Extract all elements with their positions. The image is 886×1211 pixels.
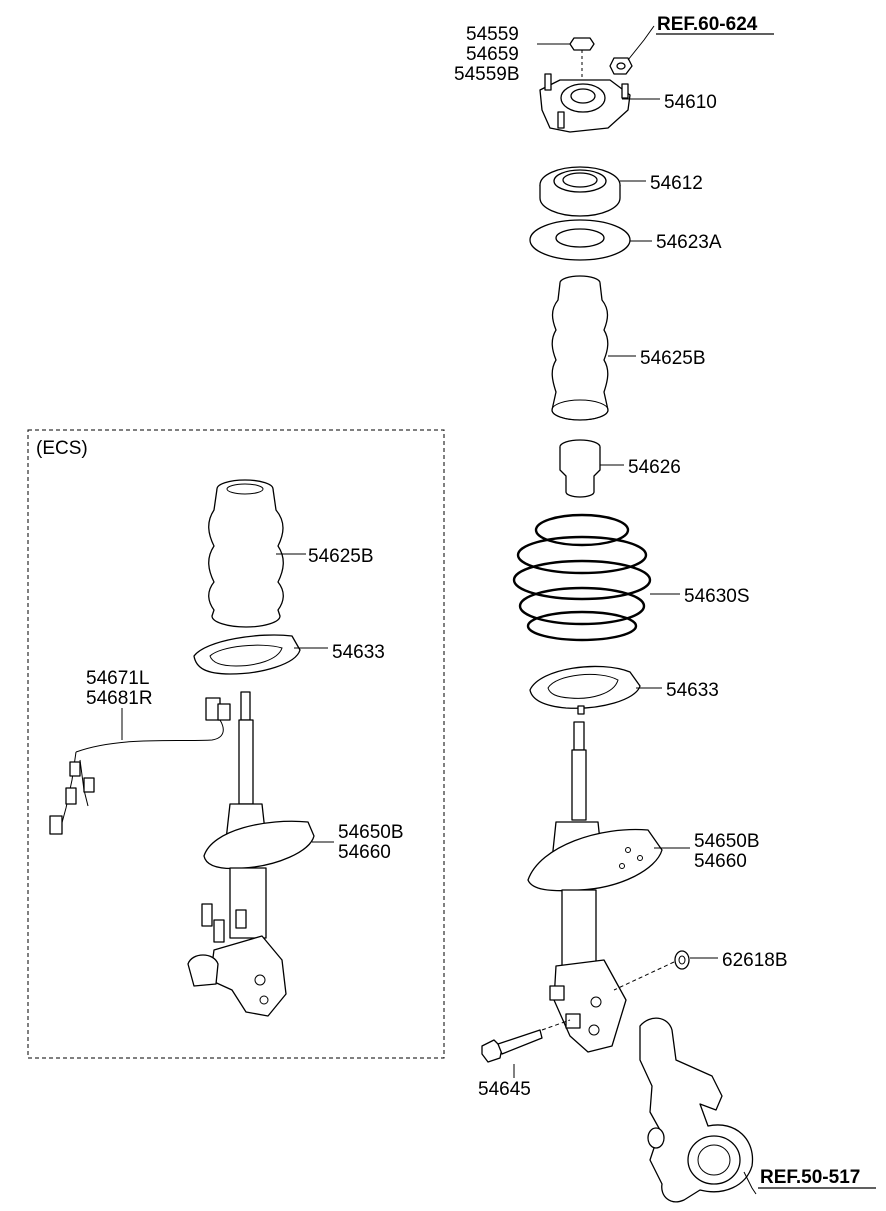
strut-part — [527, 721, 663, 1053]
label-nut-top-2: 54659 — [466, 44, 519, 65]
label-bumper: 54626 — [628, 457, 681, 478]
lower-nut-part — [613, 950, 690, 991]
label-coil-spring: 54630S — [684, 586, 750, 607]
label-dust-cover: 54625B — [640, 348, 706, 369]
label-mount: 54610 — [664, 92, 717, 113]
ref-top-label: REF.60-624 — [657, 14, 758, 35]
label-nut-top-1: 54559 — [466, 24, 519, 45]
label-ecs-harness-1: 54671L — [86, 668, 149, 689]
upper-spring-seat-part — [529, 219, 631, 261]
ref-bottom-label: REF.50-517 — [760, 1167, 860, 1188]
label-ecs-spring-seat: 54633 — [332, 642, 385, 663]
ecs-spring-seat-part — [193, 634, 301, 675]
dust-cover-part — [551, 275, 609, 421]
leader-lines — [121, 25, 757, 1195]
strut-mount-part — [539, 73, 631, 133]
label-lower-nut: 62618B — [722, 950, 788, 971]
top-nut-part — [569, 37, 595, 78]
bearing-part — [539, 166, 621, 217]
label-ecs-strut-assy-1: 54650B — [338, 822, 404, 843]
label-ecs-harness-2: 54681R — [86, 688, 153, 709]
flange-nut-part — [609, 57, 633, 75]
label-ecs-dust-cover: 54625B — [308, 546, 374, 567]
label-strut-assy-1: 54650B — [694, 831, 760, 852]
label-strut-assy-2: 54660 — [694, 851, 747, 872]
bolt-part — [481, 1019, 571, 1063]
ecs-harness-part — [49, 697, 231, 835]
ecs-group-box — [27, 429, 445, 1059]
label-bearing: 54612 — [650, 173, 703, 194]
steering-knuckle-part — [639, 1017, 754, 1203]
ecs-dust-cover-part — [208, 479, 284, 628]
label-upper-spring-seat: 54623A — [656, 232, 722, 253]
label-nut-top-3: 54559B — [454, 64, 520, 85]
lower-spring-seat-part — [529, 665, 641, 715]
ecs-strut-part — [187, 691, 315, 1017]
ecs-group-label: (ECS) — [36, 438, 88, 459]
label-ecs-strut-assy-2: 54660 — [338, 842, 391, 863]
coil-spring-part — [512, 513, 652, 642]
label-lower-spring-seat: 54633 — [666, 680, 719, 701]
bump-stopper-part — [559, 439, 601, 498]
label-bolt: 54645 — [478, 1079, 531, 1100]
